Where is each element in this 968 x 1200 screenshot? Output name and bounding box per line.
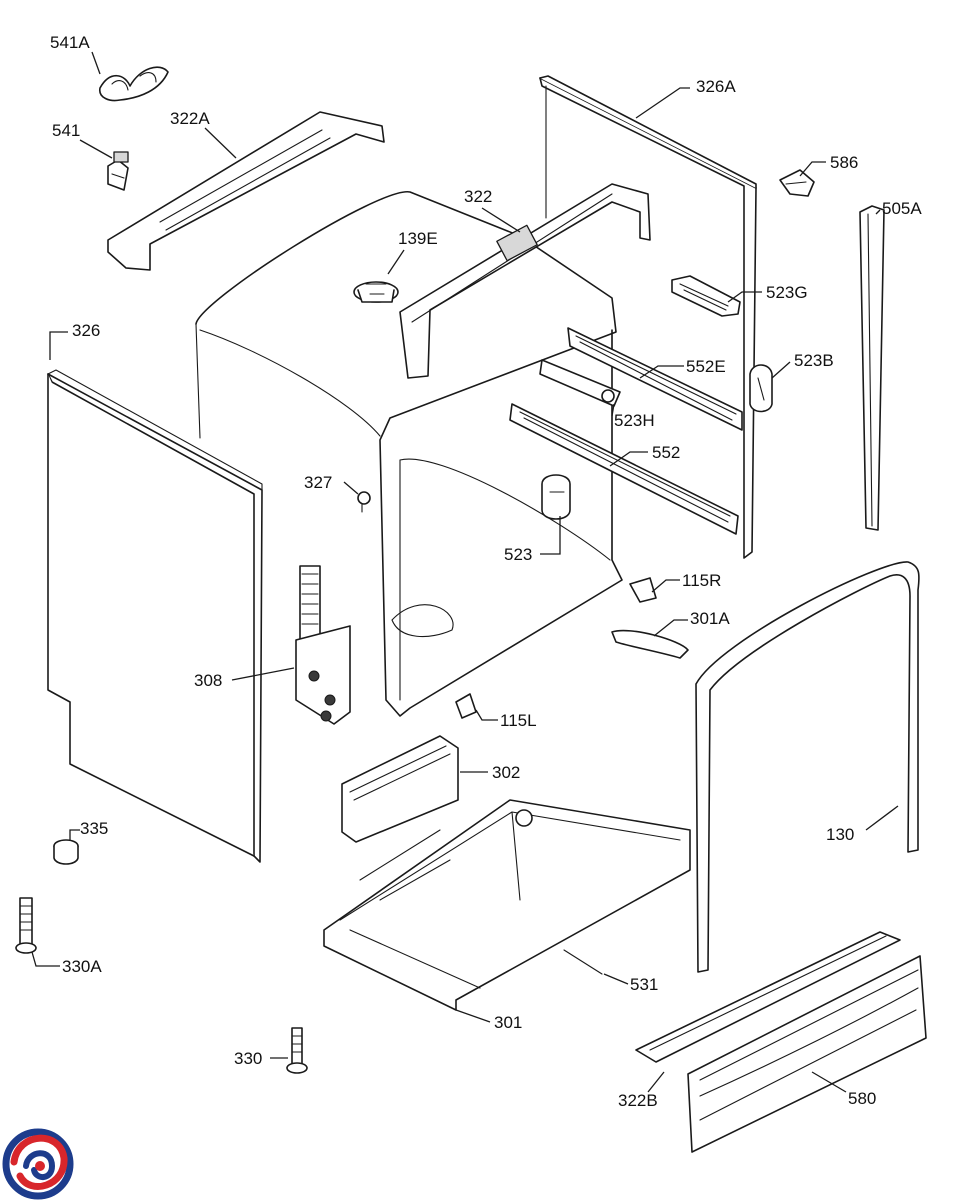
part-322B-rail [635,931,901,1063]
swirl-logo-icon [2,1128,74,1200]
callout-115L: 115L [500,711,537,730]
part-302-bracket [341,735,459,843]
part-580-kick-plate [687,955,927,1153]
callout-531: 531 [630,975,658,994]
part-523B-handle [749,364,773,413]
callout-580: 580 [848,1089,876,1108]
callout-130: 130 [826,825,854,844]
callout-301: 301 [494,1013,522,1032]
part-115L-clip [455,693,477,719]
callout-330A: 330A [62,957,102,976]
part-327-pin [357,491,371,513]
callout-302: 302 [492,763,520,782]
callout-326: 326 [72,321,100,340]
part-322A-top-rail [107,111,385,271]
callout-335: 335 [80,819,108,838]
callout-523B: 523B [794,351,834,370]
leader-lines [31,51,899,1093]
part-301-base [323,799,691,1011]
part-130-door-seal [695,561,920,973]
callout-541A: 541A [50,33,90,52]
part-541A-clip [99,66,169,102]
callout-115R: 115R [682,571,721,590]
part-115R-clip [629,577,657,603]
part-505A-seal-strip [859,205,885,531]
callout-523H: 523H [614,411,655,430]
part-552E-upper-rail [567,327,743,431]
part-326-left-side-panel [47,369,263,863]
callout-322: 322 [464,187,492,206]
part-541-latch [107,151,129,191]
part-523-clip [541,474,571,520]
callout-322B: 322B [618,1091,658,1110]
callout-523: 523 [504,545,532,564]
part-330-bolt [286,1027,308,1074]
callout-330: 330 [234,1049,262,1068]
part-301A-cover [611,629,689,659]
callout-552E: 552E [686,357,726,376]
part-139E-nozzle [353,281,399,303]
callout-308: 308 [194,671,222,690]
callout-505A: 505A [882,199,922,218]
callout-541: 541 [52,121,80,140]
part-523G-grip [671,275,741,317]
part-tub-body [195,191,623,717]
callout-523G: 523G [766,283,808,302]
callout-labels: 541A 541 322A 326A 586 505A 322 139E 523… [50,33,922,1110]
callout-322A: 322A [170,109,210,128]
callout-552: 552 [652,443,680,462]
part-586-clip [779,169,815,197]
callout-326A: 326A [696,77,736,96]
callout-139E: 139E [398,229,438,248]
part-322-top-rail [399,183,651,379]
callout-327: 327 [304,473,332,492]
part-330A-bolt [15,897,37,954]
part-326A-right-side-panel [539,75,757,559]
part-531-rod [563,949,603,975]
part-335-foot [53,839,79,865]
part-308-hinge [295,565,351,725]
callout-586: 586 [830,153,858,172]
part-552-lower-rail [509,403,739,535]
part-523H-bracket [539,359,621,407]
callout-301A: 301A [690,609,730,628]
